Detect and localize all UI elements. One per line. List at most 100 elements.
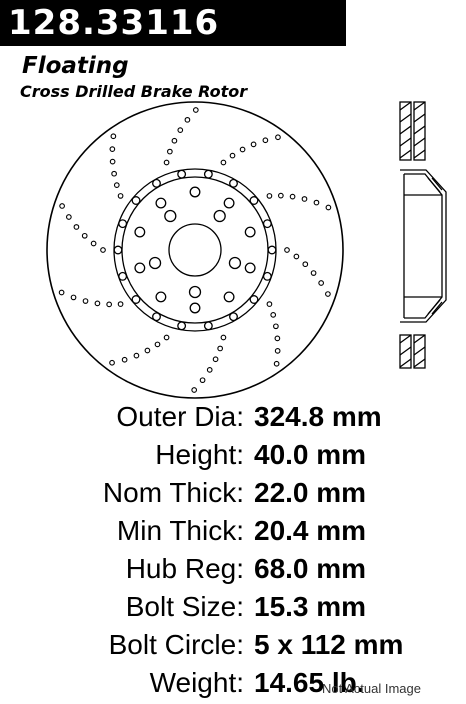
drilled-hole [90, 240, 97, 247]
drilled-hole [275, 134, 281, 141]
drilled-hole [177, 127, 184, 133]
floating-button [203, 321, 213, 331]
rotor-hat-inner [121, 176, 269, 324]
drilled-hole [171, 137, 178, 144]
drilled-hole [270, 312, 277, 318]
drilled-hole [273, 323, 279, 330]
drilled-hole [302, 261, 309, 268]
floating-button [262, 219, 272, 229]
center-bore [168, 223, 222, 277]
drilled-hole [192, 107, 199, 113]
floating-button [203, 169, 213, 179]
drilled-hole [100, 247, 106, 253]
drilled-hole [262, 137, 269, 144]
spec-value: 14.65 lb. [254, 667, 365, 698]
spec-row-weight: Weight: 14.65 lb. [0, 664, 466, 702]
floating-button [267, 245, 277, 255]
hat-hole [134, 262, 146, 274]
hat-hole [134, 226, 146, 238]
spec-label: Min Thick: [116, 515, 244, 546]
part-number: 128.33116 [8, 3, 220, 43]
drilled-hole [310, 270, 317, 276]
drilled-hole [191, 387, 198, 393]
floating-button [262, 271, 272, 281]
lug-hole [213, 209, 226, 223]
hat-hole [155, 291, 167, 303]
rotor-outer-edge [46, 101, 344, 399]
floating-button [177, 169, 187, 179]
floating-button [229, 312, 238, 322]
hat-hole [223, 291, 235, 303]
drilled-hole [313, 199, 320, 206]
spec-label: Weight: [149, 667, 244, 698]
drilled-hole [73, 224, 80, 230]
spec-label: Bolt Size: [125, 591, 244, 622]
drilled-hole [273, 360, 280, 367]
drilled-hole [293, 253, 300, 260]
floating-button [131, 196, 141, 205]
spec-value: 5 x 112 mm [254, 629, 404, 660]
spec-value: 20.4 mm [254, 515, 367, 546]
drilled-hole [154, 341, 161, 348]
hat-hole [223, 197, 235, 209]
drilled-hole [117, 193, 124, 199]
floating-button [177, 321, 187, 331]
rotor-hat-outer [113, 168, 277, 332]
rotor-side-drawing [399, 101, 447, 369]
spec-row-nom-thick: Nom Thick: 22.0 mm [0, 474, 466, 512]
part-number-banner: 128.33116 [0, 0, 346, 46]
drilled-hole [70, 294, 77, 301]
drilled-hole [220, 159, 227, 166]
lug-hole [188, 285, 202, 299]
floating-button [118, 271, 128, 281]
rotor-type: Floating [22, 53, 129, 79]
spec-row-height: Height: 40.0 mm [0, 436, 466, 474]
drilled-hole [110, 133, 117, 140]
drilled-hole [106, 301, 113, 308]
spec-row-bolt-size: Bolt Size: 15.3 mm [0, 588, 466, 626]
drilled-hole [266, 301, 273, 307]
drilled-hole [318, 280, 325, 286]
spec-row-outer-dia: Outer Dia: 324.8 mm [0, 398, 466, 436]
spec-row-min-thick: Min Thick: 20.4 mm [0, 512, 466, 550]
disclaimer-text: Not Actual Image [322, 681, 421, 696]
drilled-hole [109, 146, 116, 152]
drilled-hole [212, 356, 219, 363]
hat-hole [155, 197, 167, 209]
spec-value: 324.8 mm [254, 401, 382, 432]
spec-label: Hub Reg: [125, 553, 244, 584]
rotor-front-view [46, 101, 344, 399]
floating-button [249, 295, 259, 304]
drilled-hole [284, 247, 290, 253]
drilled-hole [266, 193, 273, 199]
spec-row-hub-reg: Hub Reg: 68.0 mm [0, 550, 466, 588]
spec-value: 22.0 mm [254, 477, 367, 508]
floating-button [152, 312, 161, 322]
drilled-hole [239, 146, 246, 153]
spec-value: 68.0 mm [254, 553, 367, 584]
drilled-hole [250, 141, 257, 148]
drilled-hole [199, 377, 206, 384]
drilled-hole [113, 182, 120, 188]
floating-button [131, 295, 141, 304]
drilled-hole [109, 158, 116, 165]
rotor-front-drawing [46, 101, 344, 399]
drilled-hole [121, 356, 128, 363]
spec-value: 15.3 mm [254, 591, 367, 622]
drilled-hole [65, 214, 72, 220]
drilled-hole [325, 291, 331, 297]
drilled-hole [163, 159, 170, 166]
drilled-hole [144, 347, 151, 354]
drilled-hole [82, 298, 89, 304]
drilled-hole [109, 359, 115, 366]
drilled-hole [163, 334, 170, 341]
drilled-hole [58, 289, 65, 296]
lug-hole [164, 209, 177, 223]
drilled-hole [111, 170, 117, 177]
hat-hole [244, 262, 256, 274]
drilled-hole [166, 148, 173, 155]
drilled-hole [59, 203, 65, 209]
floating-button [229, 178, 238, 188]
drilled-hole [325, 204, 332, 211]
drilled-hole [220, 334, 227, 341]
